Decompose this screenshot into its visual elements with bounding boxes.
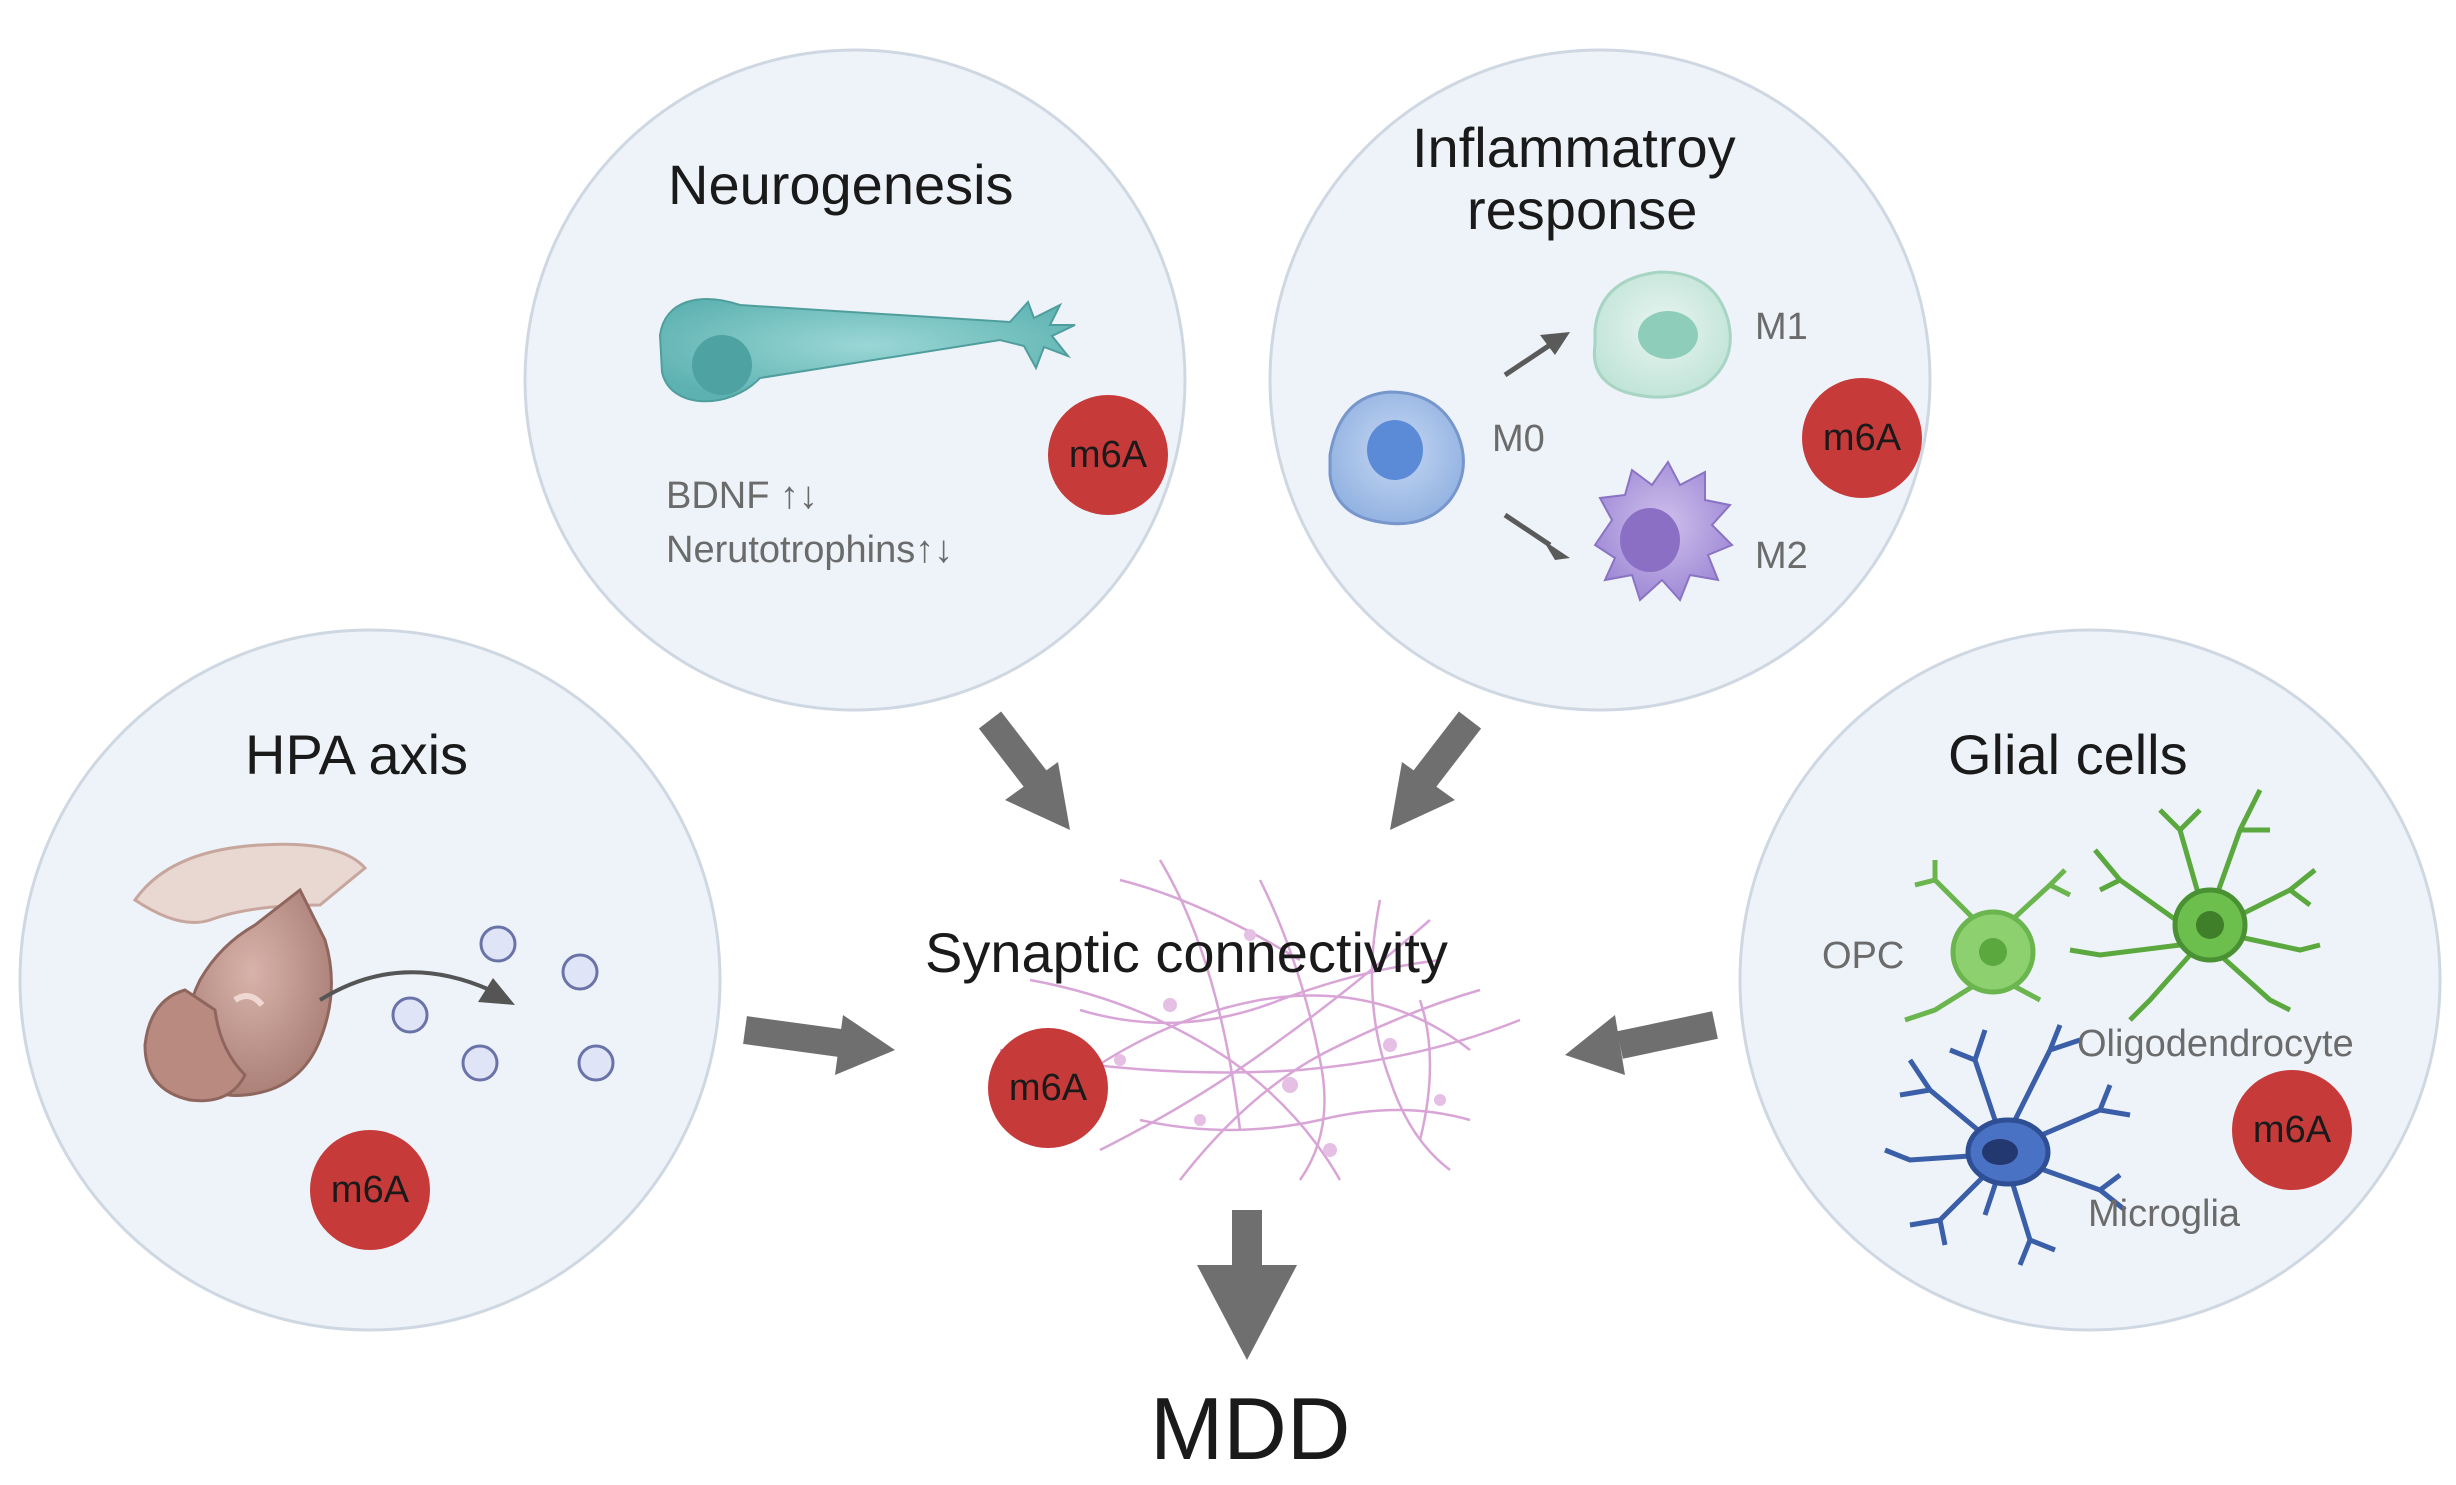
m2-label: M2 <box>1755 535 1808 577</box>
oligodendrocyte-cell-icon <box>2069 788 2321 1022</box>
neuron-icon <box>658 298 1076 403</box>
pituitary-gland-icon <box>132 842 368 1103</box>
microglia-cell-icon <box>1884 1024 2131 1266</box>
neurotrophins-label: Nerutotrophins↑↓ <box>666 529 954 571</box>
inflammatory-panel <box>1268 48 1932 712</box>
hpa-panel <box>18 628 722 1332</box>
neurogenesis-panel <box>523 48 1187 712</box>
microglia-label: Microglia <box>2088 1193 2241 1235</box>
inflammatory-title-line2: response <box>1467 178 1698 241</box>
arrow-hpa-to-synapse <box>743 1015 895 1075</box>
synaptic-network-icon <box>999 859 1521 1181</box>
mdd-label: MDD <box>1150 1379 1351 1478</box>
m0-label: M0 <box>1492 418 1545 460</box>
arrow-glial-to-synapse <box>1565 1011 1718 1075</box>
macrophage-m1-icon <box>1592 270 1732 399</box>
macrophage-arrows <box>1503 332 1570 560</box>
bdnf-label: BDNF ↑↓ <box>666 475 818 517</box>
hormone-particles <box>391 925 615 1082</box>
macrophage-m0-icon <box>1328 390 1465 526</box>
arrow-synapse-to-mdd <box>1197 1210 1297 1360</box>
arrow-inflammatory-to-synapse <box>1390 711 1482 830</box>
inflammatory-title-line1: Inflammatroy <box>1412 116 1736 179</box>
oligodendrocyte-label: Oligodendrocyte <box>2077 1023 2354 1065</box>
m6a-badge-glial: m6A <box>2232 1070 2352 1190</box>
m6a-badge-inflammatory: m6A <box>1802 378 1922 498</box>
synaptic-connectivity-title: Synaptic connectivity <box>925 921 1448 984</box>
m1-label: M1 <box>1755 306 1808 348</box>
m6a-badge-neurogenesis: m6A <box>1048 395 1168 515</box>
m6a-badge-hpa: m6A <box>310 1130 430 1250</box>
arrow-neurogenesis-to-synapse <box>978 711 1070 830</box>
glial-title: Glial cells <box>1948 723 2188 786</box>
m6a-badge-synaptic: m6A <box>988 1028 1108 1148</box>
macrophage-m2-icon <box>1593 460 1734 602</box>
opc-label: OPC <box>1822 935 1905 977</box>
neurogenesis-title: Neurogenesis <box>668 153 1014 216</box>
hormone-release-arrow <box>318 970 515 1005</box>
opc-cell-icon <box>1904 860 2072 1023</box>
hpa-title: HPA axis <box>245 723 469 786</box>
